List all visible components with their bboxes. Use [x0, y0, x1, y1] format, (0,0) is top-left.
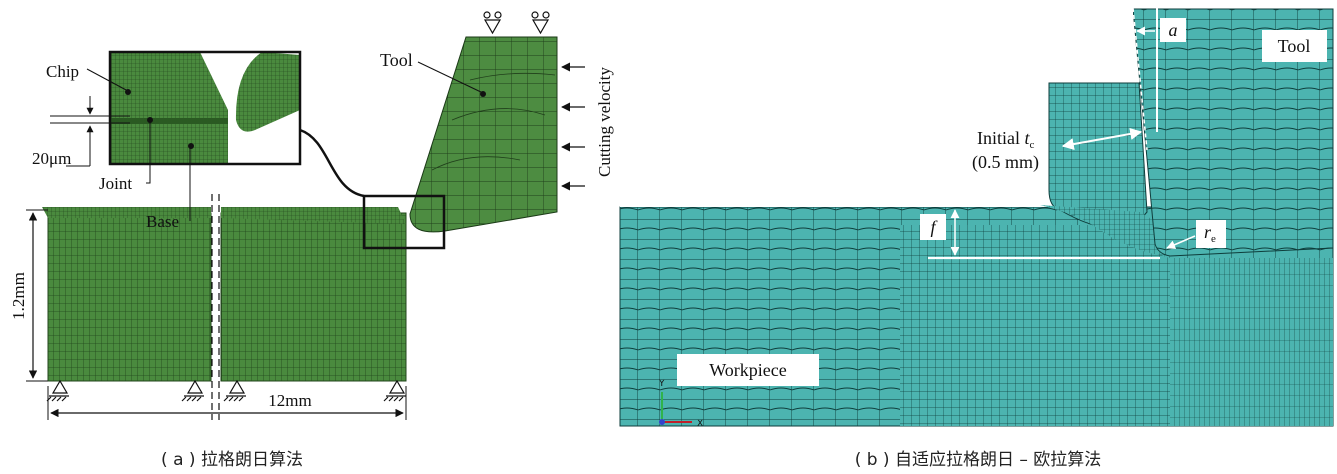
panel-b: a Tool Initial tc (0.5 mm) f re Workpiec… — [619, 0, 1334, 470]
axis-x-label: X — [697, 419, 703, 429]
zoom-connector — [299, 128, 365, 198]
tool-label-box — [1262, 30, 1327, 62]
chip-mesh — [1048, 82, 1148, 229]
panel-a: 1.2mm 12mm — [9, 11, 614, 470]
length-dimension: 12mm — [47, 386, 407, 420]
tool-mesh-b — [1132, 8, 1334, 257]
workpiece-label-box — [677, 354, 819, 386]
support-icons — [46, 379, 406, 402]
shear-zone-mesh — [1040, 205, 1170, 258]
initial-tc-label: Initial tc — [977, 128, 1035, 151]
chip-label: Chip — [46, 62, 79, 81]
workpiece-mesh-refined — [900, 225, 1170, 426]
tool-label: Tool — [380, 50, 413, 70]
joint-dim-label: 20μm — [32, 149, 71, 168]
initial-tc-arrow — [1061, 128, 1143, 150]
joint-dimension — [50, 96, 130, 167]
joint-label: Joint — [99, 174, 132, 193]
workpiece-mesh-right — [220, 207, 407, 382]
feed-label-box — [920, 214, 946, 240]
height-dimension: 1.2mm — [9, 209, 48, 382]
axis-y-label: Y — [658, 379, 665, 389]
base-label: Base — [146, 212, 179, 231]
radius-label-box — [1196, 220, 1226, 248]
break-mark — [211, 194, 220, 420]
length-label: 12mm — [268, 391, 311, 410]
rake-face-line — [1132, 7, 1148, 151]
initial-tc-value: (0.5 mm) — [972, 152, 1039, 173]
tool-label-b: Tool — [1278, 36, 1311, 56]
rake-angle-box — [1160, 18, 1186, 42]
velocity-label: Cutting velocity — [595, 66, 614, 177]
zoom-region-box — [362, 194, 446, 250]
tool-leader — [417, 61, 484, 94]
feed-label: f — [930, 217, 938, 237]
axis-triad: Y X — [658, 379, 703, 429]
caption-a: ( a ) 拉格朗日算法 — [161, 450, 303, 470]
workpiece-mesh-right — [1170, 258, 1333, 426]
tool-fixture-icons — [483, 11, 550, 35]
height-label: 1.2mm — [9, 272, 28, 320]
workpiece-mesh-left — [42, 207, 212, 382]
caption-b: ( b ) 自适应拉格朗日 – 欧拉算法 — [855, 450, 1102, 470]
tool-mesh — [409, 36, 558, 233]
zoom-inset — [108, 50, 302, 166]
tool-leader-dot — [480, 91, 486, 97]
radius-arrow — [1166, 235, 1196, 249]
radius-label: re — [1204, 222, 1216, 245]
rake-angle-label: a — [1169, 20, 1178, 40]
velocity-arrows — [561, 62, 585, 191]
workpiece-label: Workpiece — [709, 360, 787, 380]
